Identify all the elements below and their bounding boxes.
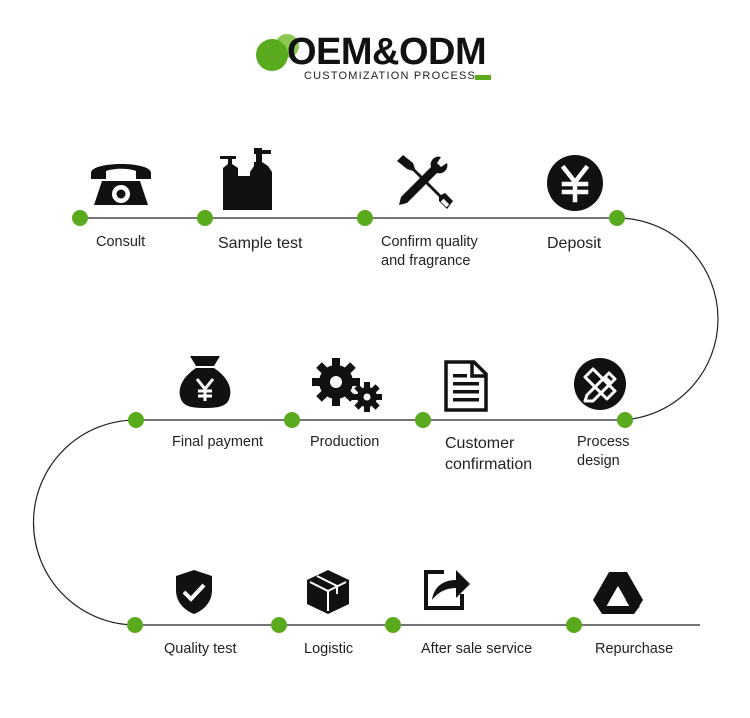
share-icon [424, 570, 470, 610]
document-icon [444, 360, 488, 412]
step-label-after-sale: After sale service [421, 641, 533, 657]
box-icon [307, 570, 349, 614]
node-final-payment [128, 412, 144, 428]
ruler-pencil-icon [574, 358, 626, 410]
gears-icon [312, 358, 382, 412]
step-label-customer-confirmation: Customer confirmation [445, 433, 532, 475]
bottles-icon [220, 148, 272, 210]
telephone-icon [91, 164, 151, 205]
step-label-final-payment: Final payment [172, 434, 264, 450]
step-label-confirm-quality: Confirm quality and fragrance [381, 233, 478, 271]
node-repurchase [566, 617, 582, 633]
node-sample-test [197, 210, 213, 226]
node-quality-test [127, 617, 143, 633]
node-logistic [271, 617, 287, 633]
node-customer-confirmation [415, 412, 431, 428]
step-label-repurchase: Repurchase [595, 641, 674, 657]
subtitle-accent-bar [475, 75, 491, 80]
header-circles [256, 34, 299, 71]
step-label-process-design: Process design [577, 433, 629, 471]
step-label-process-design-line1: Process [577, 434, 630, 450]
node-production [284, 412, 300, 428]
step-label-process-design-line2: design [577, 453, 620, 469]
step-label-confirm-quality-line1: Confirm quality [381, 234, 478, 250]
step-label-customer-confirmation-line1: Customer [445, 435, 515, 452]
step-label-deposit: Deposit [547, 235, 602, 252]
header-circle-dark [256, 39, 288, 71]
flow-nodes [72, 210, 633, 633]
node-after-sale [385, 617, 401, 633]
page-title: OEM&ODM [287, 31, 487, 73]
node-confirm-quality [357, 210, 373, 226]
step-label-confirm-quality-line2: and fragrance [381, 253, 471, 269]
step-label-customer-confirmation-line2: confirmation [445, 456, 533, 473]
node-process-design [617, 412, 633, 428]
money-bag-icon [179, 356, 231, 408]
yen-coin-icon [547, 155, 603, 211]
node-consult [72, 210, 88, 226]
step-label-sample-test: Sample test [218, 235, 303, 252]
page-subtitle: CUSTOMIZATION PROCESS [304, 70, 477, 82]
step-label-production: Production [310, 434, 380, 450]
node-deposit [609, 210, 625, 226]
step-label-quality-test: Quality test [164, 641, 237, 657]
step-label-logistic: Logistic [304, 641, 354, 657]
drive-icon [593, 572, 643, 614]
step-label-consult: Consult [96, 234, 146, 250]
wrench-screwdriver-icon [397, 155, 453, 209]
shield-check-icon [176, 570, 212, 614]
